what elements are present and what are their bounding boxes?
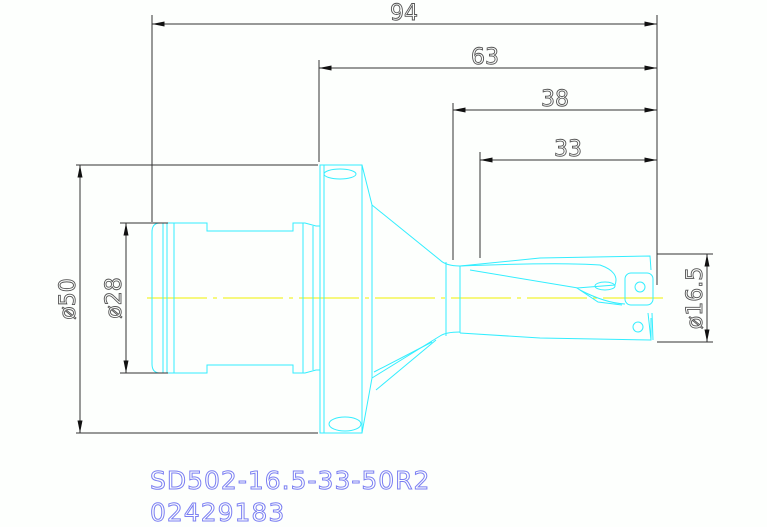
part-designation: SD502-16.5-33-50R2	[149, 466, 431, 495]
dim-drill-diameter: ø16.5	[683, 267, 708, 329]
dim-overall-length: 94	[390, 1, 418, 26]
dim-shank-diameter: ø28	[102, 277, 127, 318]
dimension-lines	[76, 15, 713, 434]
dim-flange-diameter: ø50	[56, 278, 81, 319]
part-code: 02429183	[149, 498, 286, 527]
dim-flute-length: 33	[554, 137, 582, 162]
dim-flange-to-tip: 63	[471, 45, 499, 70]
tool-outline	[151, 164, 654, 434]
dim-neck-to-tip: 38	[541, 87, 569, 112]
